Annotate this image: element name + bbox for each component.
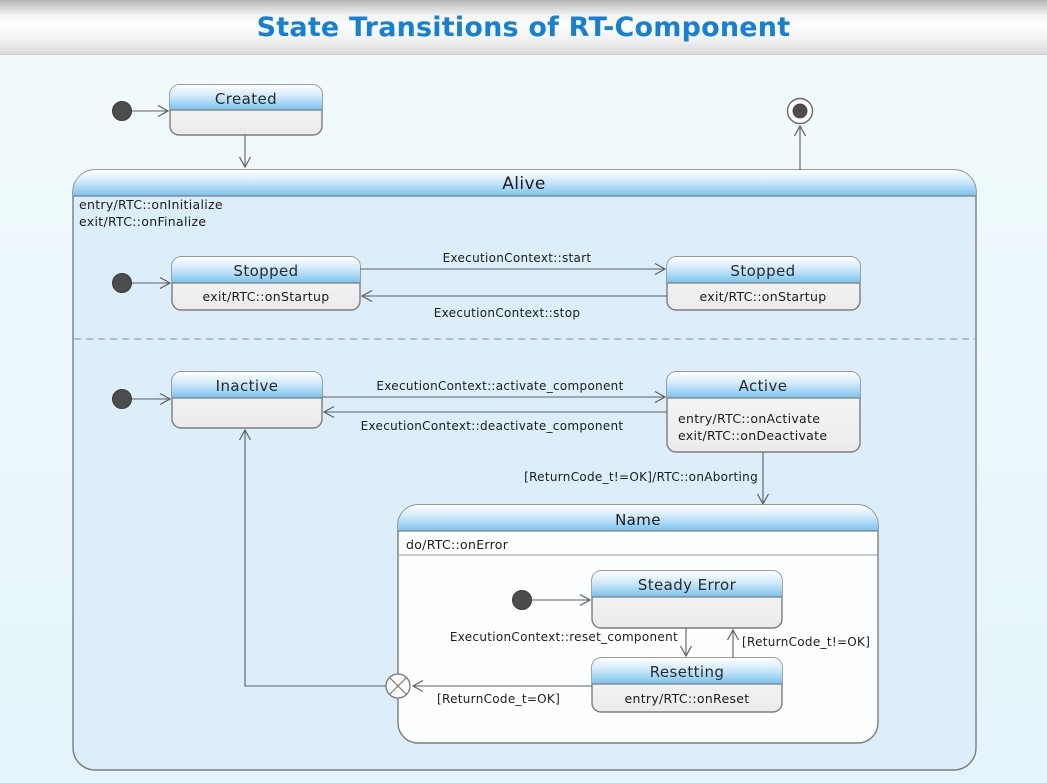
resetting-title: Resetting [650,663,725,681]
alive-header [73,170,976,196]
state-stopped-right: Stopped exit/RTC::onStartup [666,256,861,311]
steady-error-title: Steady Error [638,576,737,594]
transition-reset-label: ExecutionContext::reset_component [450,630,678,644]
state-resetting: Resetting entry/RTC::onReset [591,657,783,713]
state-active: Active entry/RTC::onActivate exit/RTC::o… [666,371,861,453]
initial-state-icon [112,273,132,293]
active-title: Active [739,377,788,395]
resetting-entry-action: entry/RTC::onReset [625,691,750,706]
active-entry-action: entry/RTC::onActivate [678,411,820,426]
transition-activate-label: ExecutionContext::activate_component [376,379,623,393]
stopped-left-title: Stopped [233,262,298,280]
exit-point-icon [385,673,411,699]
state-steady-error: Steady Error [591,570,783,629]
transition-exit-to-inactive [245,431,386,687]
transition-deactivate-label: ExecutionContext::deactivate_component [361,419,624,433]
transition-stop-label: ExecutionContext::stop [434,306,581,320]
transition-start-label: ExecutionContext::start [443,251,592,265]
error-title: Name [615,511,661,529]
page-header: State Transitions of RT-Component [0,0,1047,55]
initial-state-icon [512,590,532,610]
initial-state-icon [112,389,132,409]
error-do-action: do/RTC::onError [406,537,509,552]
transition-abort-label: [ReturnCode_t!=OK]/RTC::onAborting [524,470,758,484]
initial-state-icon [112,101,132,121]
alive-entry-action: entry/RTC::onInitialize [79,197,223,212]
final-state-icon [786,97,814,125]
state-created: Created [169,84,323,136]
stopped-right-title: Stopped [730,262,795,280]
alive-exit-action: exit/RTC::onFinalize [79,214,206,229]
stopped-left-action: exit/RTC::onStartup [203,289,330,304]
stopped-right-action: exit/RTC::onStartup [700,289,827,304]
page-title: State Transitions of RT-Component [256,11,791,43]
transition-reset-fail-label: [ReturnCode_t!=OK] [742,635,870,649]
alive-title: Alive [502,174,546,194]
transition-reset-ok-label: [ReturnCode_t=OK] [437,692,560,706]
error-header [398,505,878,531]
state-stopped-left: Stopped exit/RTC::onStartup [171,256,361,311]
created-title: Created [215,90,277,108]
state-inactive: Inactive [171,371,323,429]
active-exit-action: exit/RTC::onDeactivate [678,428,827,443]
inactive-title: Inactive [216,377,279,395]
